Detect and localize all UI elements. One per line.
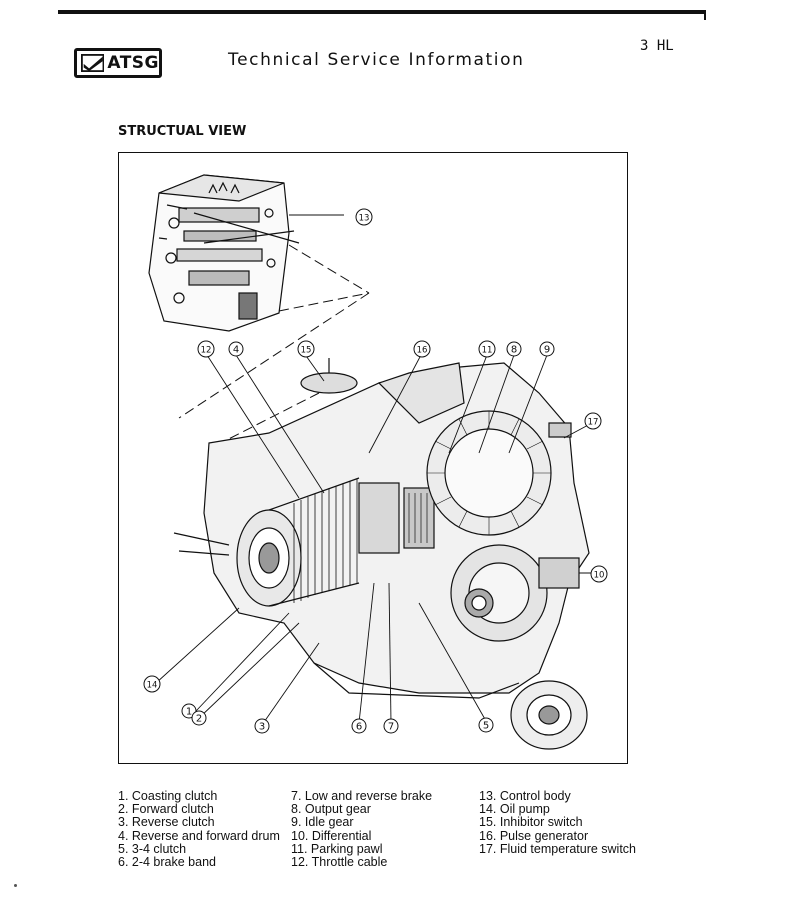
svg-text:9: 9 [544,345,550,356]
legend-item: 15. Inhibitor switch [479,815,583,830]
legend-item: 1. Coasting clutch [118,789,218,803]
callout-9: 9 [539,341,555,357]
svg-text:12: 12 [201,346,212,356]
logo-text: ATSG [107,53,159,73]
page-title: Technical Service Information [228,50,525,70]
page-code: 3 HL [640,38,674,54]
callout-13: 13 [355,208,373,226]
legend-item: 14. Oil pump [479,802,550,817]
svg-text:6: 6 [356,722,362,733]
svg-text:1: 1 [186,707,192,718]
legend-column-2: 7. Low and reverse brake 8. Output gear … [291,789,433,870]
structural-view-figure: 1 2 3 4 5 6 7 8 9 10 11 12 13 14 15 16 1… [118,152,628,764]
svg-text:7: 7 [388,722,394,733]
svg-text:2: 2 [196,714,202,725]
legend-item: 10. Differential [291,828,372,843]
legend-item: 7. Low and reverse brake [291,789,433,803]
svg-text:3: 3 [259,722,265,733]
callout-8: 8 [506,341,522,357]
callout-11: 11 [478,340,496,358]
svg-text:4: 4 [233,345,239,356]
svg-text:8: 8 [511,345,517,356]
atsg-logo: ATSG [74,48,162,78]
legend-item: 11. Parking pawl [291,841,383,856]
callout-4: 4 [228,341,244,357]
svg-text:16: 16 [417,346,428,356]
callout-5: 5 [478,717,494,733]
svg-text:13: 13 [359,214,370,224]
legend-item: 13. Control body [479,789,571,803]
transmission-housing-illustration [173,358,590,750]
callout-10: 10 [590,565,608,583]
legend-item: 4. Reverse and forward drum [118,828,280,843]
svg-text:14: 14 [147,681,158,691]
legend-item: 3. Reverse clutch [118,815,215,830]
scan-speck [14,884,17,887]
control-body-illustration [148,174,300,332]
legend-item: 6. 2-4 brake band [118,855,216,870]
callout-14: 14 [143,675,161,693]
callout-17: 17 [584,412,602,430]
callout-12: 12 [197,340,215,358]
legend-item: 2. Forward clutch [118,802,214,817]
legend-column-3: 13. Control body 14. Oil pump 15. Inhibi… [479,789,637,856]
callout-3: 3 [254,718,270,734]
legend-item: 12. Throttle cable [291,855,388,870]
legend-item: 16. Pulse generator [479,828,589,843]
callout-leader-lines [155,214,597,726]
legend-column-1: 1. Coasting clutch 2. Forward clutch 3. … [118,789,280,870]
legend-item: 8. Output gear [291,802,371,817]
svg-text:11: 11 [482,346,493,356]
callout-16: 16 [413,340,431,358]
top-border-tick [704,10,706,20]
svg-text:5: 5 [483,721,489,732]
top-border-rule [58,10,706,14]
callout-7: 7 [383,718,399,734]
svg-text:10: 10 [594,571,605,581]
svg-text:15: 15 [301,346,312,356]
callout-2: 2 [191,710,207,726]
checkmark-logo-icon [81,54,105,72]
dashed-guide-lines [178,244,370,450]
legend-item: 17. Fluid temperature switch [479,841,637,856]
callout-15: 15 [297,340,315,358]
transmission-cutaway-illustration: 1 2 3 4 5 6 7 8 9 10 11 12 13 14 15 16 1… [143,174,608,750]
callout-6: 6 [351,718,367,734]
section-heading: STRUCTUAL VIEW [118,124,247,139]
svg-text:17: 17 [588,418,599,428]
figure-callouts: 1 2 3 4 5 6 7 8 9 10 11 12 13 14 15 16 1… [143,208,608,734]
legend-item: 9. Idle gear [291,815,354,830]
legend-item: 5. 3-4 clutch [118,841,187,856]
